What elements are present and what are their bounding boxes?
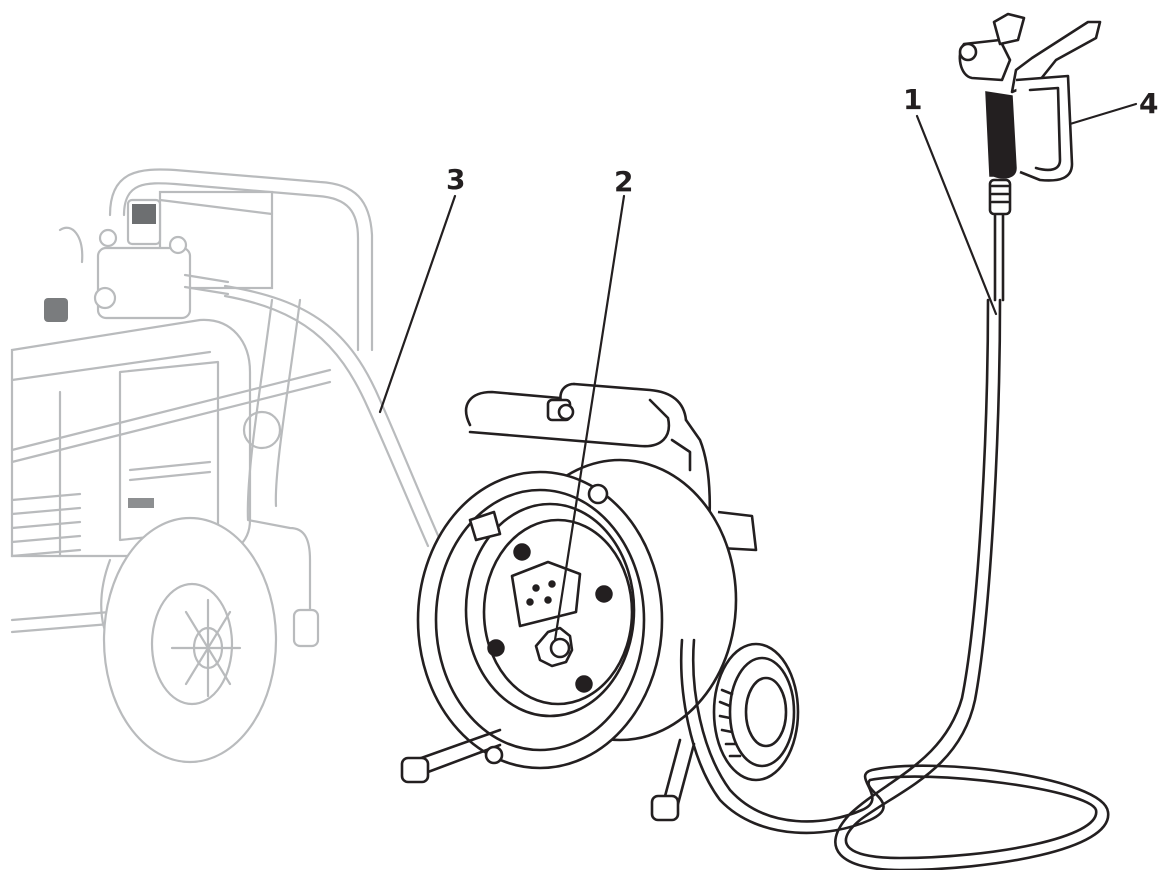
leader-line-2 bbox=[553, 194, 626, 642]
supply-hose bbox=[223, 284, 442, 542]
callout-2-label: 2 bbox=[614, 165, 634, 198]
callout-3-label: 3 bbox=[446, 163, 466, 196]
leader-line-1 bbox=[915, 114, 998, 316]
sprayer-unit bbox=[10, 168, 374, 764]
spray-hose bbox=[679, 210, 1110, 870]
callout-1-label: 1 bbox=[903, 83, 923, 116]
leader-line-3 bbox=[378, 194, 457, 414]
callout-4-label: 4 bbox=[1139, 87, 1159, 120]
hose-reel bbox=[400, 382, 800, 822]
spray-gun bbox=[958, 12, 1102, 216]
leader-line-4 bbox=[1068, 102, 1138, 126]
